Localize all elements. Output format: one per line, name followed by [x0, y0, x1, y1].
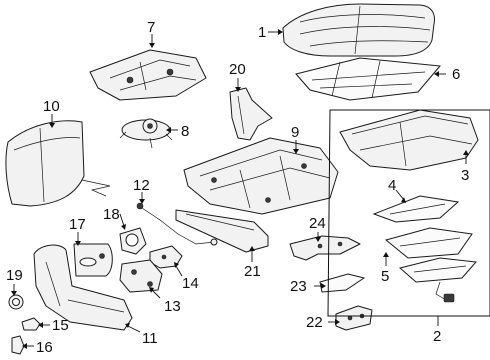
callout-11: 11	[142, 330, 158, 347]
part-19-knob	[8, 294, 24, 310]
part-4-pad	[372, 195, 460, 223]
callout-3: 3	[461, 167, 469, 184]
leader-lines	[11, 29, 469, 349]
part-22-connector	[335, 305, 373, 331]
part-8-motor	[119, 118, 173, 149]
assembly-box	[327, 109, 490, 317]
callout-7: 7	[147, 19, 155, 36]
callout-12: 12	[133, 177, 150, 194]
callout-6: 6	[452, 66, 460, 83]
part-21-track	[175, 209, 269, 253]
callout-16: 16	[36, 339, 53, 356]
part-24-bracket	[289, 235, 361, 261]
callouts: 1 2 3 4 5 6 7 8 9 10 11 12 13 14 15 16 1…	[6, 19, 469, 356]
callout-23: 23	[290, 278, 307, 295]
callout-24: 24	[309, 215, 326, 232]
part-1-cushion-cover	[282, 3, 435, 57]
callout-18: 18	[103, 206, 120, 223]
callout-13: 13	[164, 298, 181, 315]
part-9-seat-frame	[183, 137, 339, 215]
part-17-switch-bezel	[73, 243, 113, 277]
callout-14: 14	[182, 275, 199, 292]
callout-15: 15	[52, 317, 69, 334]
part-15-clip	[21, 317, 41, 331]
callout-10: 10	[43, 98, 60, 115]
part-12-cable	[136, 202, 218, 246]
part-18-knob	[119, 227, 147, 255]
part-3-cushion-frame	[339, 109, 479, 171]
part-7-frame	[89, 49, 207, 101]
part-5-heater-mats	[384, 227, 478, 303]
part-10-seat-back	[5, 120, 111, 207]
callout-21: 21	[244, 263, 261, 280]
callout-8: 8	[181, 123, 189, 140]
callout-9: 9	[291, 124, 299, 141]
part-20-side-shield	[229, 87, 273, 141]
part-11-side-trim	[33, 244, 133, 331]
callout-4: 4	[388, 177, 396, 194]
callout-2: 2	[433, 328, 441, 345]
part-13-control-module	[119, 259, 163, 293]
callout-22: 22	[306, 314, 323, 331]
part-6-cushion-pad	[295, 57, 441, 101]
part-16-cap	[11, 335, 25, 355]
callout-19: 19	[6, 267, 23, 284]
callout-17: 17	[69, 216, 86, 233]
callout-5: 5	[381, 268, 389, 285]
part-23-pad	[319, 273, 366, 293]
callout-20: 20	[229, 61, 246, 78]
callout-1: 1	[258, 24, 266, 41]
